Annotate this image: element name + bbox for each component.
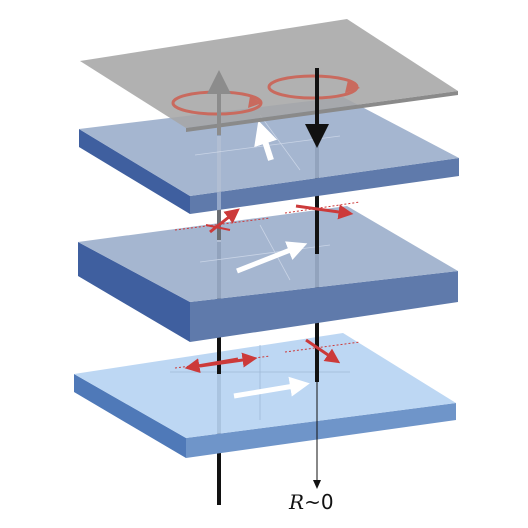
middle-plate bbox=[78, 206, 458, 342]
interface-arrows-lower bbox=[174, 338, 361, 374]
right-circulation-icon bbox=[267, 74, 360, 100]
bottom-inplane-arrow-icon bbox=[233, 376, 310, 399]
upper-inplane-arrow-icon bbox=[254, 120, 278, 161]
interface-arrows-upper bbox=[174, 201, 361, 234]
middle-inplane-arrow-icon bbox=[236, 241, 308, 274]
ground-lead bbox=[313, 382, 321, 489]
resistance-label: R~0 bbox=[288, 490, 334, 514]
top-plate bbox=[80, 19, 458, 132]
bottom-plate bbox=[74, 333, 456, 458]
